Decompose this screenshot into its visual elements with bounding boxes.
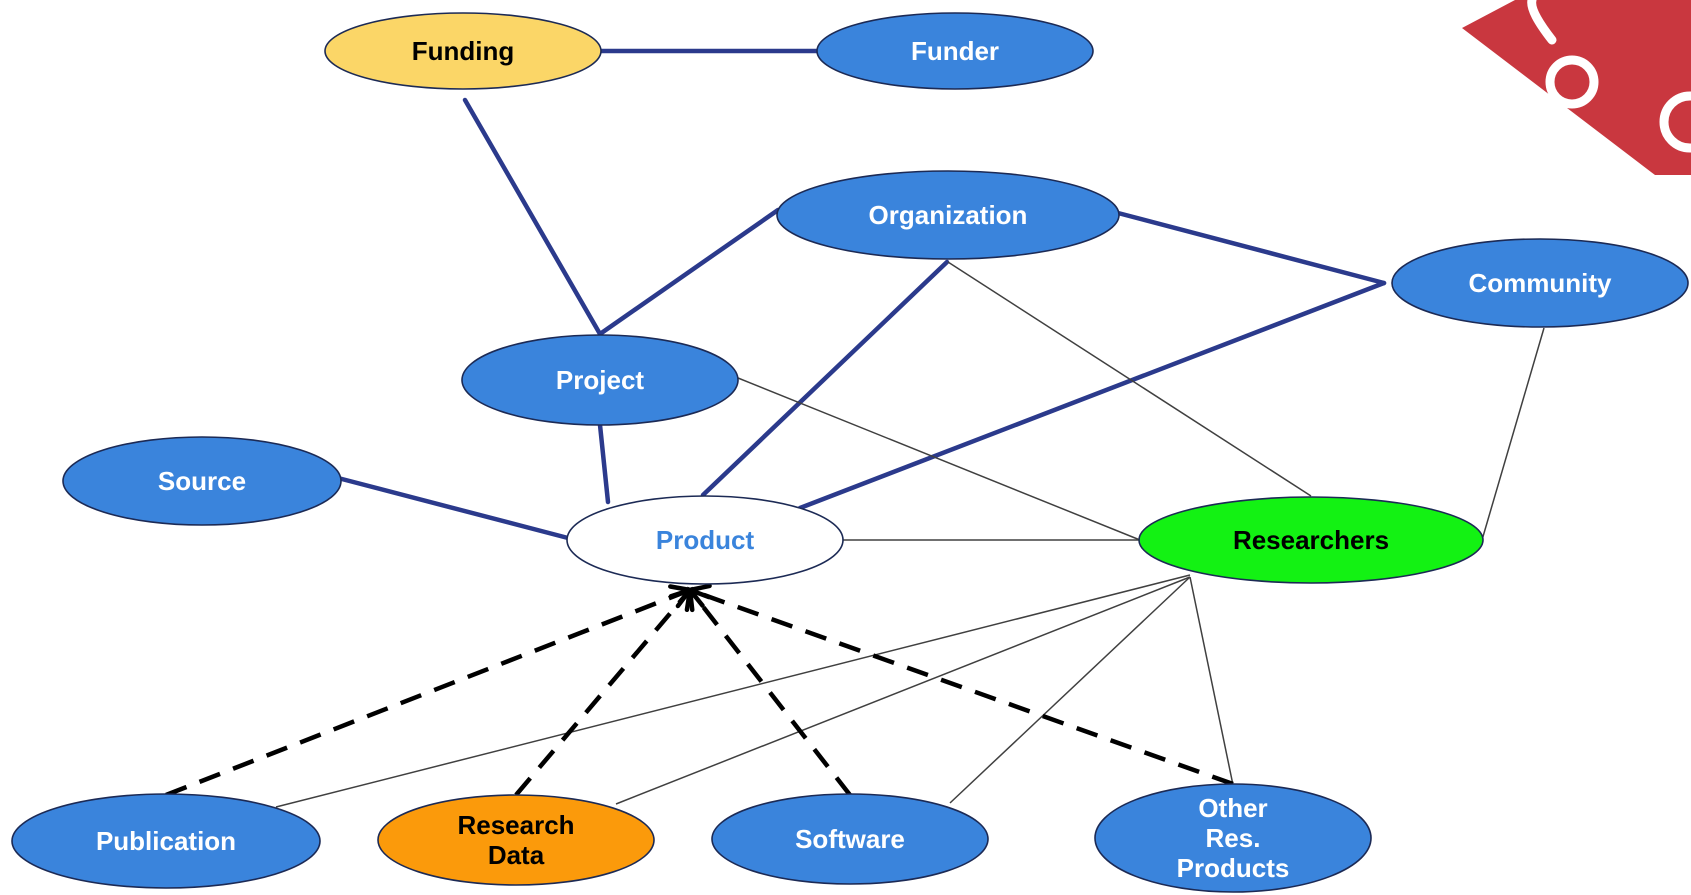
edge-researchers-to-other-res-products [1189, 576, 1234, 786]
node-label: Publication [96, 826, 236, 856]
edge-line [689, 587, 1234, 787]
edge-line [597, 207, 781, 337]
logo-ring-icon [1545, 55, 1599, 109]
edge-line [737, 377, 1141, 541]
node-project: Project [461, 334, 739, 426]
node-ellipse [816, 12, 1094, 90]
edge-researchers-to-publication [275, 574, 1191, 808]
logo-red-banner [1462, 0, 1691, 175]
edge-line [462, 97, 603, 337]
node-ellipse [324, 12, 602, 90]
node-label: Source [158, 466, 246, 496]
edge-line [797, 280, 1387, 511]
node-label: Data [488, 840, 545, 870]
edge-software-to-product [687, 586, 852, 797]
edge-funding-to-project [462, 97, 603, 337]
edge-line [165, 587, 691, 798]
edge-publication-to-product [165, 584, 695, 798]
edge-line [335, 475, 571, 541]
edge-researchers-to-software [949, 576, 1191, 804]
edge-line [688, 588, 852, 797]
logo-curve-icon [1527, 0, 1557, 45]
node-ellipse [711, 793, 989, 885]
node-label: Community [1469, 268, 1613, 298]
arrowhead-icon [685, 583, 712, 608]
node-label: Res. [1206, 823, 1261, 853]
edge-line [1189, 576, 1234, 786]
node-label: Funding [412, 36, 515, 66]
node-ellipse [566, 495, 844, 585]
edge-line [1115, 210, 1387, 286]
node-label: Other [1198, 793, 1267, 823]
node-product: Product [566, 495, 844, 585]
node-publication: Publication [11, 793, 321, 889]
edge-project-to-researchers [737, 377, 1141, 541]
edge-researchers-to-research-data [615, 576, 1191, 805]
edge-project-to-product [597, 422, 611, 505]
node-label: Research [457, 810, 574, 840]
node-ellipse [461, 334, 739, 426]
edges-layer [165, 48, 1545, 808]
node-software: Software [711, 793, 989, 885]
edge-line [949, 576, 1191, 804]
node-ellipse [1138, 496, 1484, 584]
openaire-logo-corner [1462, 0, 1691, 175]
logo-ring-partial-icon [1659, 91, 1691, 153]
node-label: Product [656, 525, 755, 555]
edge-organization-to-researchers [947, 261, 1312, 497]
node-label: Project [556, 365, 644, 395]
node-ellipse [1391, 238, 1689, 328]
node-ellipse [1094, 783, 1372, 893]
edge-other-res-products-to-product [685, 583, 1234, 787]
node-organization: Organization [776, 170, 1120, 260]
node-ellipse [62, 436, 342, 526]
node-funder: Funder [816, 12, 1094, 90]
node-label: Software [795, 824, 905, 854]
edge-community-to-product [797, 280, 1387, 511]
edge-source-to-product [335, 475, 571, 541]
node-label: Funder [911, 36, 999, 66]
node-label: Products [1177, 853, 1290, 883]
edge-line [615, 576, 1191, 805]
node-researchers: Researchers [1138, 496, 1484, 584]
node-label: Researchers [1233, 525, 1389, 555]
edge-project-to-organization [597, 207, 781, 337]
edge-community-to-researchers [1481, 327, 1545, 541]
node-label: Organization [869, 200, 1028, 230]
edge-line [947, 261, 1312, 497]
edge-line [700, 259, 950, 498]
edge-organization-to-product [700, 259, 950, 498]
edge-line [514, 588, 692, 797]
node-ellipse [776, 170, 1120, 260]
node-source: Source [62, 436, 342, 526]
edge-research-data-to-product [514, 586, 693, 797]
node-ellipse [377, 794, 655, 886]
edge-organization-to-community [1115, 210, 1387, 286]
node-funding: Funding [324, 12, 602, 90]
nodes-layer: Funding FunderOrganizationCommunityProjec… [11, 12, 1689, 893]
edge-line [597, 422, 611, 505]
edge-line [275, 574, 1191, 808]
node-community: Community [1391, 238, 1689, 328]
node-ellipse [11, 793, 321, 889]
edge-line [1481, 327, 1545, 541]
